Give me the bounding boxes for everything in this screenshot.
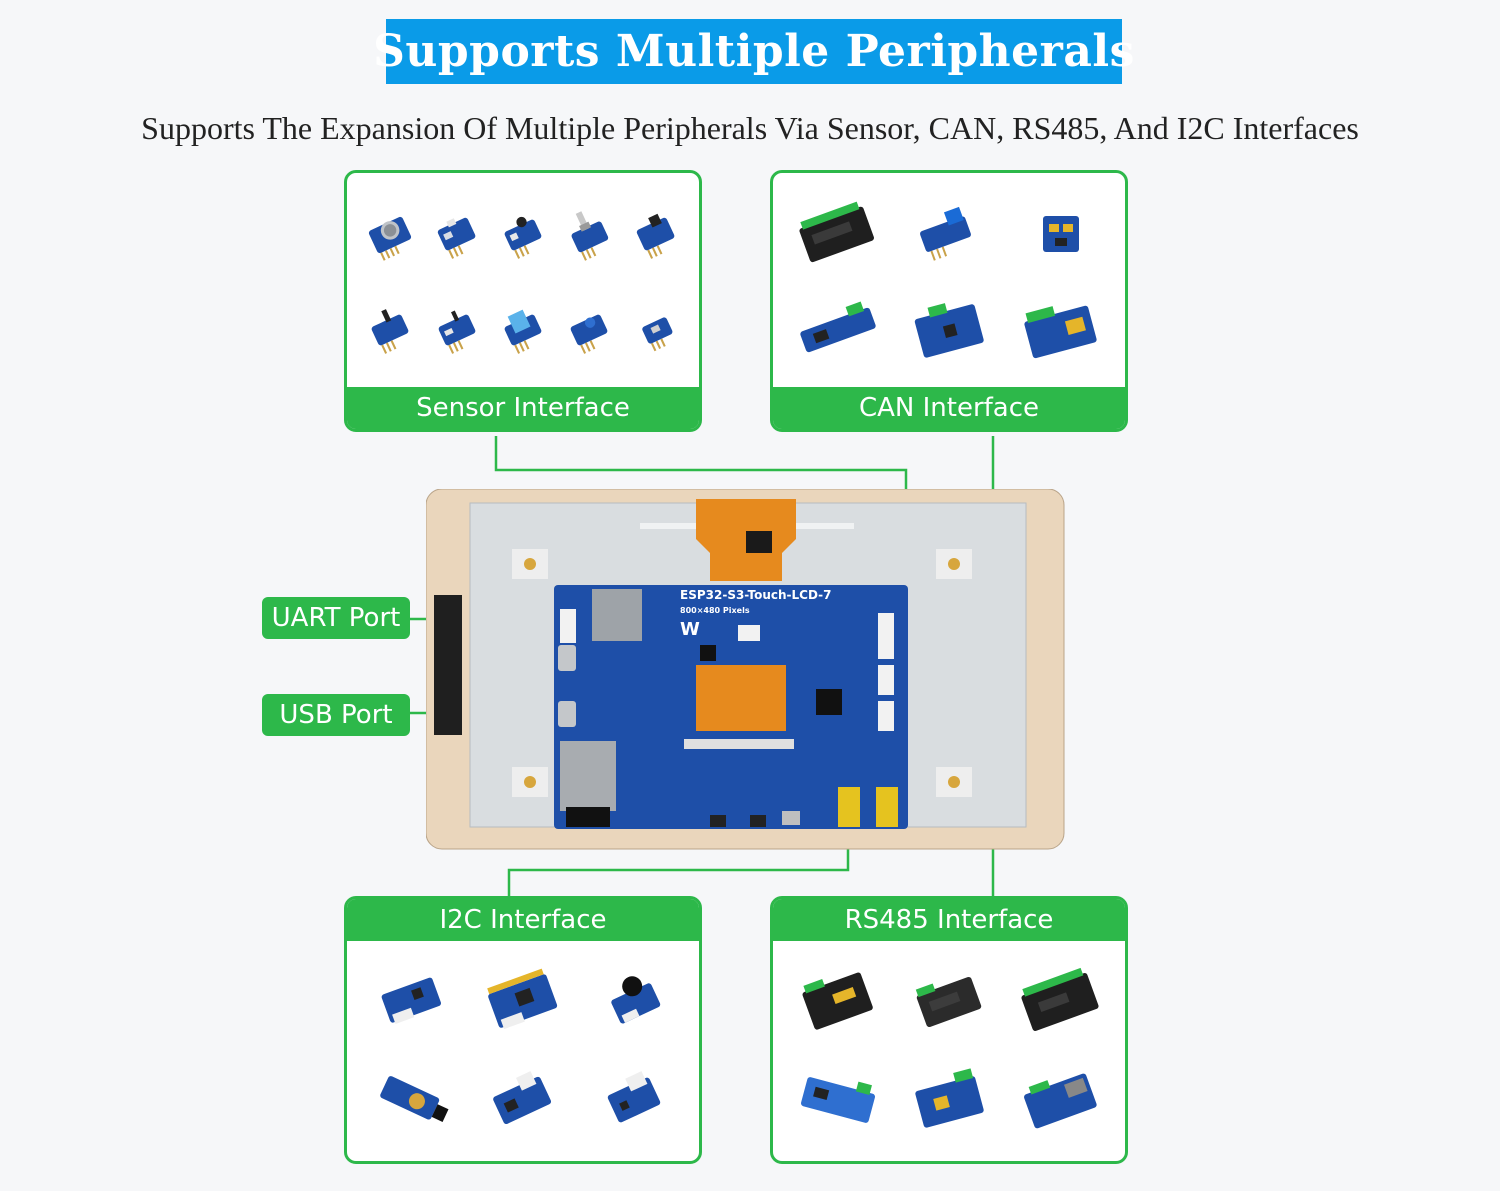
standoff-top-right [936, 549, 972, 579]
standoff-bottom-right [936, 767, 972, 797]
can-hat-small-icon [1042, 215, 1079, 252]
tilt-sensor-module-icon [642, 316, 673, 351]
sensor-interface-panel: Sensor Interface [344, 170, 702, 432]
i2c-interface-panel: I2C Interface [344, 896, 702, 1164]
vibration-sensor-module-icon [571, 314, 608, 354]
usb-c-connector-2 [558, 701, 576, 727]
rs485-can-hat-icon [915, 1068, 984, 1128]
i2c-rtc-module-icon [380, 1076, 449, 1122]
sd-card-slot [592, 589, 642, 641]
usb-c-connector-1 [558, 645, 576, 671]
waveshare-logo: W [680, 619, 700, 640]
standoff-top-left [512, 549, 548, 579]
light-sensor-module-icon [437, 217, 475, 259]
can-pico-module-icon [800, 301, 877, 352]
can-interface-panel: CAN Interface [770, 170, 1128, 432]
i2c-environment-module-icon [607, 1071, 660, 1123]
usb-port-label: USB Port [262, 694, 410, 736]
page-subtitle: Supports The Expansion Of Multiple Perip… [141, 110, 1359, 146]
esp32-lcd-board-illustration: ESP32-S3-Touch-LCD-7 800×480 Pixels W [425, 488, 1065, 850]
rs485-module-grid [783, 953, 1115, 1149]
title-banner: Supports Multiple Peripherals [373, 19, 1134, 84]
sensor-module-grid [357, 187, 689, 377]
rs485-hat-icon [801, 1077, 876, 1123]
i2c-connector [878, 665, 894, 695]
esp32-module [560, 741, 616, 811]
page-title: Supports Multiple Peripherals [373, 26, 1135, 77]
can-industrial-converter-icon [799, 201, 875, 262]
sensor-interface-label: Sensor Interface [347, 387, 699, 429]
i2c-module-grid [357, 953, 689, 1149]
infrared-sensor-module-icon [438, 310, 475, 354]
display-cable-edge [434, 595, 462, 735]
i2c-interface-label: I2C Interface [347, 899, 699, 941]
lcd-board-assembly: ESP32-S3-Touch-LCD-7 800×480 Pixels W [425, 488, 1066, 855]
hall-sensor-module-icon [636, 213, 675, 259]
board-resolution-text: 800×480 Pixels [680, 606, 750, 615]
i2c-adc-module-icon [493, 1071, 551, 1125]
i2c-sensor-module-icon [381, 977, 442, 1024]
can-isolated-hat-icon [1024, 305, 1097, 358]
humidity-sensor-module-icon [504, 309, 542, 354]
board-name-text: ESP32-S3-Touch-LCD-7 [680, 588, 832, 602]
sensor-can-connector [878, 613, 894, 659]
can-interface-label: CAN Interface [773, 387, 1125, 429]
rs485-serial-hat-icon [1023, 1073, 1097, 1129]
uart-connector [560, 609, 576, 643]
usb-to-rs485-converter-icon [802, 972, 874, 1030]
rs485-to-eth-converter-icon [915, 976, 982, 1028]
rs485-relay-module-icon [1021, 967, 1099, 1031]
rs485-interface-label: RS485 Interface [773, 899, 1125, 941]
rs485-interface-panel: RS485 Interface [770, 896, 1128, 1164]
i2c-expansion-module-icon [487, 968, 558, 1030]
fpc-cable [696, 665, 786, 731]
rotation-sensor-module-icon [571, 210, 609, 261]
can-transceiver-module-icon [920, 206, 971, 261]
i2c-camera-module-icon [610, 976, 660, 1024]
can-module-grid [783, 187, 1115, 377]
flame-sensor-module-icon [371, 308, 409, 354]
can-hat-icon [914, 302, 984, 358]
uart-port-label: UART Port [262, 597, 410, 639]
standoff-bottom-left [512, 767, 548, 797]
sound-sensor-module-icon [504, 216, 542, 259]
gas-sensor-module-icon [369, 216, 412, 261]
can-terminal [838, 787, 860, 827]
rs485-terminal [876, 787, 898, 827]
rs485-connector [878, 701, 894, 731]
